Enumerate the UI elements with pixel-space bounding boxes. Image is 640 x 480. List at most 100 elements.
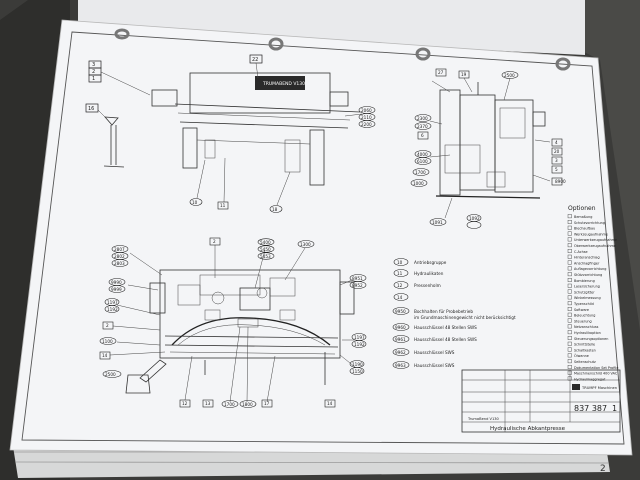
plan-view-callouts: 2807 2802 2803 9990 9999 1197 1192 2 110… <box>99 237 367 408</box>
svg-text:6100: 6100 <box>417 159 428 164</box>
svg-text:1700: 1700 <box>415 170 426 175</box>
svg-text:2500: 2500 <box>105 372 116 377</box>
svg-text:11: 11 <box>397 271 403 276</box>
option-item: Software <box>574 308 589 312</box>
svg-text:2: 2 <box>106 323 109 328</box>
option-checkbox <box>567 214 572 219</box>
svg-text:im Grundmaschinengewicht nicht: im Grundmaschinengewicht nicht berücksic… <box>414 315 516 320</box>
option-checkbox <box>567 266 572 271</box>
svg-text:1192: 1192 <box>107 307 118 312</box>
binder-rings <box>114 28 571 71</box>
svg-text:27: 27 <box>438 70 444 75</box>
svg-text:9990: 9990 <box>111 280 122 285</box>
svg-text:2802: 2802 <box>114 254 125 259</box>
svg-text:9963: 9963 <box>395 363 406 368</box>
option-item: Hinteranschlag <box>574 256 600 260</box>
svg-text:8952: 8952 <box>352 283 363 288</box>
background-wall <box>520 0 640 330</box>
svg-text:2: 2 <box>213 239 216 244</box>
page-number: 2 <box>600 464 606 474</box>
svg-text:9950: 9950 <box>395 309 406 314</box>
option-checkbox <box>567 365 572 369</box>
option-checkbox <box>567 254 572 259</box>
svg-text:2803: 2803 <box>114 261 125 266</box>
option-item: C-Achse <box>574 250 588 254</box>
option-item: Steuerungsoptionen <box>574 337 608 341</box>
drawing-title: Hydraulische Abkantpresse <box>490 426 566 432</box>
svg-text:3: 3 <box>555 158 558 163</box>
svg-text:Hausschlüssel SWS: Hausschlüssel SWS <box>414 363 455 368</box>
svg-text:12: 12 <box>397 283 403 288</box>
svg-text:1092: 1092 <box>469 216 480 221</box>
option-item: Netzanschluss <box>574 325 599 329</box>
svg-text:4: 4 <box>555 140 558 145</box>
drawing-sheet <box>9 19 633 456</box>
svg-text:9962: 9962 <box>395 350 406 355</box>
option-item: Hydraulikoption <box>574 331 601 335</box>
option-checkbox <box>567 283 572 288</box>
option-checkbox <box>567 272 572 277</box>
option-checkbox <box>567 318 572 323</box>
svg-text:1192: 1192 <box>354 342 365 347</box>
option-item: Steuerung <box>574 319 592 323</box>
option-item: Blechaufbau <box>574 227 595 231</box>
option-checkbox <box>567 312 572 317</box>
option-checkbox <box>567 301 572 306</box>
option-checkbox <box>567 289 572 294</box>
option-item: Stützvorrichtung <box>574 273 602 277</box>
svg-text:1300: 1300 <box>300 242 311 247</box>
svg-text:2370: 2370 <box>417 124 428 129</box>
option-item: Anschlagfinger <box>574 261 600 265</box>
option-item: Lasersicherung <box>574 285 600 289</box>
option-item: Bemaßung <box>574 215 592 219</box>
front-view-drawing: TRUMABEND V130 <box>97 62 363 206</box>
company-name: TRUMPF Maschinen <box>581 386 617 390</box>
options-list: Optionen BemaßungSchutzvorrichtungBlecha… <box>567 205 618 381</box>
svg-text:1700: 1700 <box>224 402 235 407</box>
svg-text:Antriebsgruppe: Antriebsgruppe <box>414 260 447 265</box>
option-item: Unterwerkzeugaufnahme <box>574 238 617 242</box>
option-checkbox <box>567 307 572 311</box>
option-item: Seitenschutz <box>574 360 596 364</box>
option-checkbox <box>567 237 572 242</box>
side-view-drawing <box>429 77 551 219</box>
svg-text:2: 2 <box>92 69 95 75</box>
svg-text:1150: 1150 <box>352 369 363 374</box>
svg-text:9960: 9960 <box>395 325 406 330</box>
svg-text:11: 11 <box>220 203 226 208</box>
option-item: Winkelmessung <box>574 296 601 300</box>
model-plate <box>255 76 305 90</box>
model-plate-text: TRUMABEND V130 <box>262 81 305 87</box>
option-item: Beleuchtung <box>574 314 595 318</box>
svg-text:9961: 9961 <box>395 337 406 342</box>
option-checkbox <box>567 341 572 346</box>
svg-text:17: 17 <box>264 401 270 406</box>
drawing-number: 837 387 <box>574 404 607 413</box>
svg-text:2807: 2807 <box>114 247 125 252</box>
option-checkbox <box>567 278 572 282</box>
svg-text:4000: 4000 <box>417 152 428 157</box>
svg-text:Hydraulikaten: Hydraulikaten <box>414 271 444 276</box>
svg-text:1190: 1190 <box>352 362 363 367</box>
option-checkbox <box>567 330 572 335</box>
svg-text:Hausschlüssel 48 Stellen SWS: Hausschlüssel 48 Stellen SWS <box>414 337 477 342</box>
option-item: Auflagevorrichtung <box>574 267 606 271</box>
svg-text:22: 22 <box>252 57 258 63</box>
option-item: Werkzeugaufnahme <box>574 232 608 236</box>
svg-text:9999: 9999 <box>111 287 122 292</box>
svg-text:18: 18 <box>272 207 278 212</box>
svg-text:1197: 1197 <box>107 300 118 305</box>
svg-text:8951: 8951 <box>352 276 363 281</box>
product-name: TrumaBend V130 <box>467 417 500 421</box>
option-item: Typenschild <box>573 302 594 306</box>
svg-text:5: 5 <box>555 167 558 172</box>
legend: 10 Antriebsgruppe 11 Hydraulikaten 12 Pr… <box>392 258 516 369</box>
option-item: Dokumentation Set Profile <box>574 366 618 370</box>
underlying-page <box>78 0 585 55</box>
option-checkbox <box>567 225 572 230</box>
option-item: Schutzgitter <box>574 290 595 294</box>
svg-text:13: 13 <box>205 401 211 406</box>
option-checkbox <box>567 295 572 300</box>
svg-text:14: 14 <box>327 401 333 406</box>
svg-text:6: 6 <box>421 133 424 138</box>
